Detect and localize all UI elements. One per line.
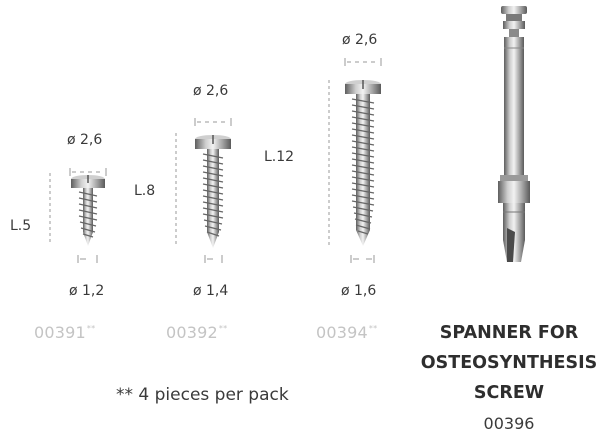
screw-00392-illustration [175, 118, 232, 263]
spanner-code: 00396 [483, 414, 535, 433]
screw-00391-tip-diameter: ø 1,2 [69, 283, 105, 299]
screw-00391-illustration [49, 168, 107, 263]
screw-00391-head-diameter: ø 2,6 [67, 132, 103, 148]
screw-00394-illustration [328, 58, 382, 263]
screw-00394-length: L.12 [264, 149, 295, 165]
screw-00392-code: 00392** [166, 323, 228, 342]
spanner-title-line: SCREW [473, 383, 545, 403]
screw-00392-tip-diameter: ø 1,4 [193, 283, 229, 299]
screw-00391-length: L.5 [10, 218, 32, 234]
screw-00391-code: 00391** [34, 323, 96, 342]
screw-00394-code: 00394** [316, 323, 378, 342]
pack-note: ** 4 pieces per pack [116, 385, 289, 405]
screw-00392-head-diameter: ø 2,6 [193, 83, 229, 99]
spanner-title-line: SPANNER FOR [439, 323, 579, 343]
screw-00394-head-diameter: ø 2,6 [342, 32, 378, 48]
spanner-title: SPANNER FOR OSTEOSYNTHESIS SCREW [404, 318, 614, 408]
spanner-title-line: OSTEOSYNTHESIS [420, 353, 598, 373]
screw-00392-length: L.8 [134, 183, 156, 199]
screw-00394-tip-diameter: ø 1,6 [341, 283, 377, 299]
spanner-illustration [498, 6, 530, 262]
